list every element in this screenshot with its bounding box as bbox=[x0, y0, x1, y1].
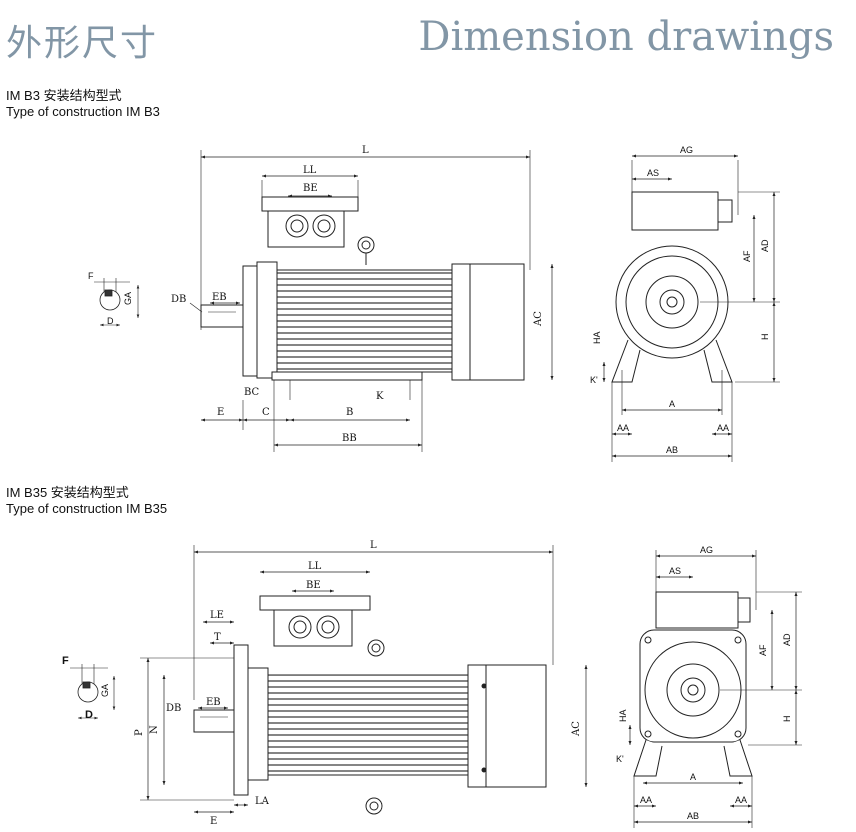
b35-label-BE: BE bbox=[306, 580, 321, 591]
b35-label-P: P bbox=[134, 729, 145, 736]
section-b3-heading: IM B3 安装结构型式 Type of construction IM B3 bbox=[6, 88, 160, 120]
b35-side-view bbox=[140, 545, 588, 815]
b3-label-AF: AF bbox=[742, 250, 752, 262]
b35-label-AA-left: AA bbox=[640, 795, 652, 805]
b35-label-AA-right: AA bbox=[735, 795, 747, 805]
section-b3-title-cn: IM B3 安装结构型式 bbox=[6, 88, 122, 103]
b3-label-LL: LL bbox=[303, 165, 317, 176]
b35-label-N: N bbox=[149, 725, 160, 734]
b35-label-LL: LL bbox=[308, 561, 322, 572]
section-b35-title-en: Type of construction IM B35 bbox=[6, 501, 168, 516]
b35-side-labels: L LL BE LE T P N DB EB AC E LA bbox=[134, 540, 582, 827]
b3-label-AS: AS bbox=[647, 168, 659, 178]
b35-label-EB: EB bbox=[206, 697, 221, 708]
b35-label-Kp: K' bbox=[616, 754, 624, 764]
b35-label-DB: DB bbox=[166, 703, 181, 714]
b3-label-L: L bbox=[362, 145, 369, 156]
b3-label-H: H bbox=[760, 334, 770, 341]
b3-shaft-detail bbox=[94, 278, 140, 327]
b3-label-BC: BC bbox=[244, 387, 260, 398]
b35-label-A: A bbox=[690, 772, 696, 782]
b3-label-DB: DB bbox=[171, 294, 186, 305]
b35-label-HA: HA bbox=[618, 709, 628, 722]
b35-label-AC: AC bbox=[571, 721, 582, 737]
b35-label-GA: GA bbox=[100, 684, 110, 697]
b3-label-Kp: K' bbox=[590, 375, 598, 385]
b35-label-AF: AF bbox=[758, 644, 768, 656]
b3-label-AG: AG bbox=[680, 145, 693, 155]
b35-label-E: E bbox=[210, 816, 217, 827]
b3-label-BE: BE bbox=[303, 183, 318, 194]
b35-label-L: L bbox=[370, 540, 377, 551]
b3-label-K: K bbox=[376, 391, 384, 402]
b35-label-H: H bbox=[782, 716, 792, 723]
page-title-en: Dimension drawings bbox=[418, 14, 834, 60]
b3-label-BB: BB bbox=[342, 433, 357, 444]
b35-label-D: D bbox=[85, 709, 93, 721]
b35-label-AS: AS bbox=[669, 566, 681, 576]
b3-label-GA: GA bbox=[123, 292, 133, 305]
b3-label-C: C bbox=[262, 407, 270, 418]
b3-label-AA-left: AA bbox=[617, 423, 629, 433]
b35-label-LA: LA bbox=[255, 796, 270, 807]
b35-shaft-detail bbox=[70, 664, 116, 720]
b3-label-D: D bbox=[107, 316, 114, 326]
b35-label-F: F bbox=[62, 655, 69, 667]
b3-label-EB: EB bbox=[212, 292, 227, 303]
b3-label-AA-right: AA bbox=[717, 423, 729, 433]
b3-side-view bbox=[189, 150, 554, 452]
b35-label-AD: AD bbox=[782, 633, 792, 646]
b3-side-labels: L LL BE DB EB AC BC K E C B BB bbox=[171, 145, 544, 444]
section-b35-heading: IM B35 安装结构型式 Type of construction IM B3… bbox=[6, 485, 167, 517]
b3-label-F: F bbox=[88, 271, 94, 281]
b3-label-HA: HA bbox=[592, 331, 602, 344]
b35-label-LE: LE bbox=[210, 610, 224, 621]
b3-end-view bbox=[602, 154, 780, 462]
b3-label-AD: AD bbox=[760, 239, 770, 252]
b35-label-T: T bbox=[214, 632, 221, 643]
b3-label-B: B bbox=[346, 407, 353, 418]
b35-end-view bbox=[628, 550, 802, 828]
section-b3-title-en: Type of construction IM B3 bbox=[6, 104, 160, 119]
b35-label-AG: AG bbox=[700, 545, 713, 555]
b3-label-A: A bbox=[669, 399, 675, 409]
b3-label-AC: AC bbox=[533, 311, 544, 327]
page-title-cn: 外形尺寸 bbox=[6, 23, 159, 64]
b3-label-AB: AB bbox=[666, 445, 678, 455]
section-b35-title-cn: IM B35 安装结构型式 bbox=[6, 485, 129, 500]
b3-label-E: E bbox=[217, 407, 224, 418]
b35-label-AB: AB bbox=[687, 811, 699, 821]
